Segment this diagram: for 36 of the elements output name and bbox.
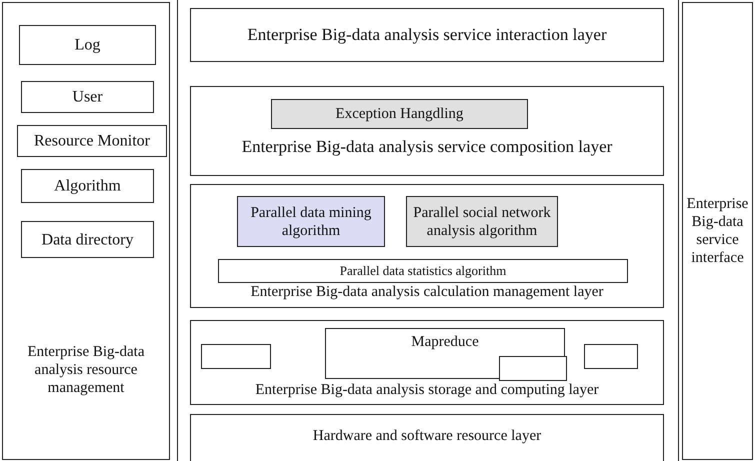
component-box: [237, 196, 385, 247]
layer-label: Enterprise Big-data analysis service interaction layer: [246, 24, 608, 46]
module-box: [17, 125, 167, 157]
layer-box: [190, 86, 664, 176]
layer-box: [190, 414, 664, 461]
component-box: [218, 259, 628, 283]
layer-label: Data directory: [40, 230, 134, 250]
layer-box: [190, 8, 664, 62]
module-box: [19, 25, 156, 65]
component-box: [499, 356, 567, 381]
component-box: [271, 99, 528, 129]
layer-label: Enterprise Big-data analysis service composition layer: [240, 137, 614, 158]
layer-label: User: [71, 87, 104, 107]
layer-label: Parallel data mining algorithm: [250, 204, 372, 240]
layer-box: [190, 184, 664, 308]
layer-label: Enterprise Big-data analysis storage and computing layer: [254, 381, 600, 399]
component-box: [406, 196, 558, 247]
module-box: [21, 221, 154, 258]
layer-label: Hardware and software resource layer: [312, 427, 542, 445]
layer-label: Enterprise Big-data analysis calculation management layer: [250, 283, 604, 301]
layer-label: Algorithm: [53, 176, 122, 196]
layer-label: Log: [74, 35, 102, 55]
layer-label: Enterprise Big-data service interface: [686, 195, 750, 267]
layer-label: Enterprise Big-data analysis resource management: [26, 343, 146, 397]
layer-box: [190, 320, 664, 405]
layer-label: Parallel social network analysis algorithm: [412, 204, 552, 240]
resource-management-panel: [2, 2, 170, 460]
module-box: [21, 169, 154, 203]
layer-label: Exception Hangdling: [334, 105, 464, 123]
component-box: [584, 344, 638, 369]
module-box: [21, 81, 154, 113]
layer-label: Mapreduce: [410, 333, 480, 351]
layer-label: Parallel data statistics algorithm: [338, 263, 508, 279]
layer-label: Resource Monitor: [33, 131, 151, 151]
service-interface-panel: [682, 2, 753, 460]
component-box: [201, 344, 271, 369]
